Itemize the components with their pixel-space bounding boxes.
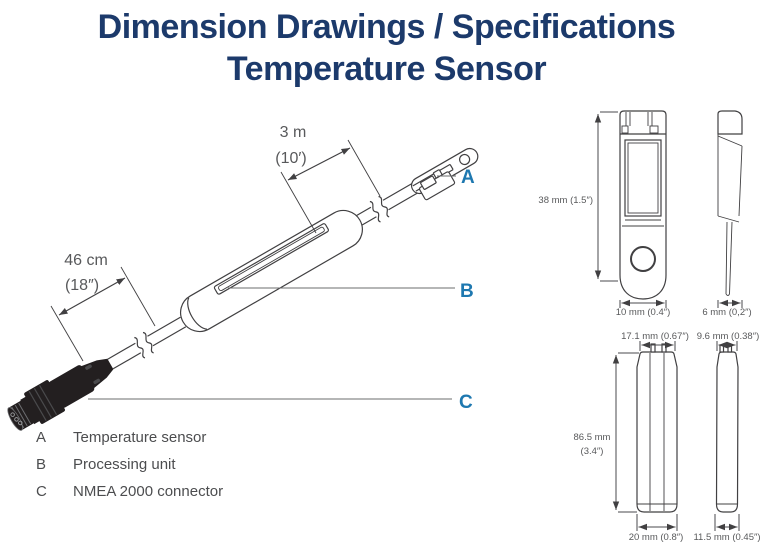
processing-unit-drawing [179, 209, 363, 333]
legend-key-b: B [36, 456, 47, 473]
legend-item-b: B Processing unit [36, 451, 223, 478]
legend-label-b: Processing unit [73, 456, 176, 473]
cable-length-dimensions: 3 m (10′) 46 cm (18″) [50, 124, 381, 362]
callout-a-label: A [461, 167, 475, 188]
unit-view-dimensions: 17.1 mm (0.67″) 9.6 mm (0.38″) 86.5 mm (… [574, 331, 761, 543]
cable-break-marks [134, 195, 390, 359]
dim-unit-top-width: 17.1 mm (0.67″) [621, 331, 689, 342]
sensor-front-view [619, 110, 667, 300]
dim-cable-sensor-imperial: (10′) [275, 150, 306, 167]
page-title-line2: Temperature Sensor [226, 50, 547, 88]
sensor-tip-drawing [410, 147, 479, 201]
callout-b-label: B [460, 281, 474, 302]
cable-lines [107, 181, 421, 370]
legend-key-c: C [36, 483, 47, 500]
legend-key-a: A [36, 429, 47, 446]
dim-sensor-height: 38 mm (1.5″) [538, 195, 593, 206]
dim-unit-bottom-width: 20 mm (0.8″) [629, 532, 684, 543]
dim-sensor-depth: 6 mm (0,2″) [702, 307, 751, 318]
legend-label-a: Temperature sensor [73, 429, 207, 446]
sensor-side-view [717, 110, 743, 296]
dim-unit-height-metric: 86.5 mm [574, 432, 611, 443]
unit-front-view [636, 343, 678, 513]
page-title-line1: Dimension Drawings / Specifications [97, 8, 676, 46]
dim-unit-height-imperial: (3.4″) [581, 446, 604, 457]
callouts: A B C [88, 167, 475, 413]
main-assembly-drawing [7, 147, 479, 431]
legend: A Temperature sensor B Processing unit C… [36, 424, 223, 505]
page-title: Dimension Drawings / Specifications Temp… [0, 6, 773, 90]
callout-c-label: C [459, 392, 473, 413]
sensor-view-dimensions: 38 mm (1.5″) 10 mm (0.4″) 6 mm (0,2″) [538, 111, 752, 318]
dim-cable-sensor-metric: 3 m [280, 124, 307, 141]
legend-label-c: NMEA 2000 connector [73, 483, 224, 500]
dim-unit-side-bottom-width: 11.5 mm (0.45″) [693, 532, 760, 543]
legend-item-a: A Temperature sensor [36, 424, 223, 451]
dim-sensor-width: 10 mm (0.4″) [616, 307, 671, 318]
nmea-connector-drawing [7, 358, 114, 431]
unit-side-view [715, 344, 739, 513]
dim-cable-connector-metric: 46 cm [64, 252, 108, 269]
dim-cable-connector-imperial: (18″) [65, 277, 99, 294]
dim-unit-side-top-width: 9.6 mm (0.38″) [697, 331, 760, 342]
legend-item-c: C NMEA 2000 connector [36, 478, 223, 505]
